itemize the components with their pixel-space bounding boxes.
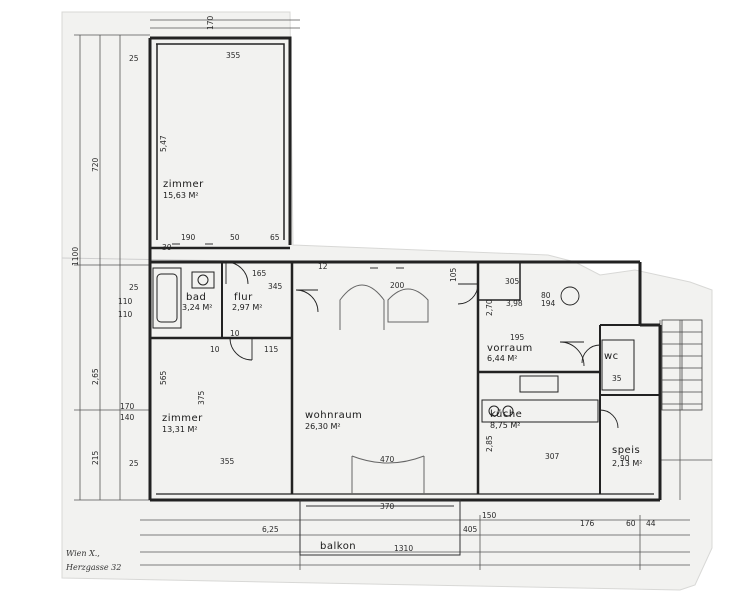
- walls: [148, 36, 662, 502]
- dim-label: 345: [268, 282, 283, 291]
- balkon-outline: [299, 499, 461, 556]
- dim-label: 355: [226, 51, 241, 60]
- dim-label: 170: [120, 402, 135, 411]
- room-name-zimmer-bottom: zimmer: [162, 413, 203, 424]
- dim-label: 195: [510, 333, 525, 342]
- dim-label: 305: [505, 277, 520, 286]
- room-area-speis: 2,13 M²: [612, 459, 643, 468]
- room-name-bad: bad: [186, 292, 207, 303]
- dim-label: 5,47: [159, 135, 168, 152]
- dim-label: 80: [541, 291, 551, 300]
- dim-label: 2,65: [91, 368, 100, 385]
- dim-label: 105: [449, 267, 458, 282]
- dim-label: 1100: [71, 246, 80, 266]
- dim-label: 1310: [394, 544, 414, 553]
- wohnraum-arch-sketch: [339, 284, 429, 494]
- dim-label: 176: [580, 519, 595, 528]
- dim-label: 10: [230, 329, 240, 338]
- room-name-zimmer-top: zimmer: [163, 179, 204, 190]
- room-area-wohnraum: 26,30 M²: [305, 422, 341, 431]
- room-area-flur: 2,97 M²: [232, 303, 263, 312]
- dim-label: 6,25: [262, 525, 279, 534]
- room-area-zimmer-top: 15,63 M²: [163, 191, 199, 200]
- dim-label: 115: [264, 345, 279, 354]
- dim-label: 165: [252, 269, 267, 278]
- dim-label: 405: [463, 525, 478, 534]
- dim-label: 60: [626, 519, 636, 528]
- room-name-vorraum: vorraum: [487, 343, 533, 354]
- dim-label: 25: [129, 283, 139, 292]
- dim-label: 25: [129, 54, 139, 63]
- dim-label: 150: [482, 511, 497, 520]
- handwritten-city: Wien X.,: [66, 549, 100, 558]
- dim-label: 3,98: [506, 299, 523, 308]
- dim-label: 194: [541, 299, 556, 308]
- dim-label: 2,85: [485, 435, 494, 452]
- dim-label: 190: [181, 233, 196, 242]
- paper-sheet: [61, 11, 713, 591]
- dim-label: 110: [118, 297, 133, 306]
- dim-label: 10: [210, 345, 220, 354]
- dim-label: 355: [220, 457, 235, 466]
- dim-label: 375: [197, 390, 206, 405]
- room-name-flur: flur: [234, 292, 253, 303]
- dim-label: 140: [120, 413, 135, 422]
- outer-dimension-lines: [74, 19, 712, 570]
- dim-label: 90: [620, 454, 630, 463]
- dim-label: 50: [230, 233, 240, 242]
- dim-label: 25: [129, 459, 139, 468]
- room-name-speis: speis: [612, 445, 641, 456]
- dim-label: 215: [91, 450, 100, 465]
- opening-marks: [172, 243, 404, 269]
- dim-label: 720: [91, 157, 100, 172]
- dim-label: 65: [270, 233, 280, 242]
- dim-label: 12: [318, 262, 328, 271]
- dim-label: 30: [162, 243, 172, 252]
- dim-label: 470: [380, 455, 395, 464]
- room-name-kueche: küche: [490, 409, 523, 420]
- door-swings: [225, 261, 619, 429]
- kitchen-fixtures: [481, 339, 635, 423]
- dim-label: 2,70: [485, 299, 494, 316]
- room-area-zimmer-bottom: 13,31 M²: [162, 425, 198, 434]
- dim-label: 565: [159, 370, 168, 385]
- dim-label: 35: [612, 374, 622, 383]
- dim-label: 370: [380, 502, 395, 511]
- stairs: [661, 319, 703, 411]
- room-area-bad: 3,24 M²: [182, 303, 213, 312]
- dim-label: 200: [390, 281, 405, 290]
- room-name-wohnraum: wohnraum: [305, 410, 363, 421]
- room-area-vorraum: 6,44 M²: [487, 354, 518, 363]
- room-name-balkon: balkon: [320, 541, 357, 552]
- dim-label: 44: [646, 519, 656, 528]
- handwritten-street: Herzgasse 32: [66, 563, 122, 572]
- dim-label: 307: [545, 452, 560, 461]
- room-area-kueche: 8,75 M²: [490, 421, 521, 430]
- dim-label: 170: [206, 15, 215, 30]
- room-name-wc: wc: [604, 351, 619, 362]
- bath-fixtures: [152, 267, 215, 329]
- dim-label: 110: [118, 310, 133, 319]
